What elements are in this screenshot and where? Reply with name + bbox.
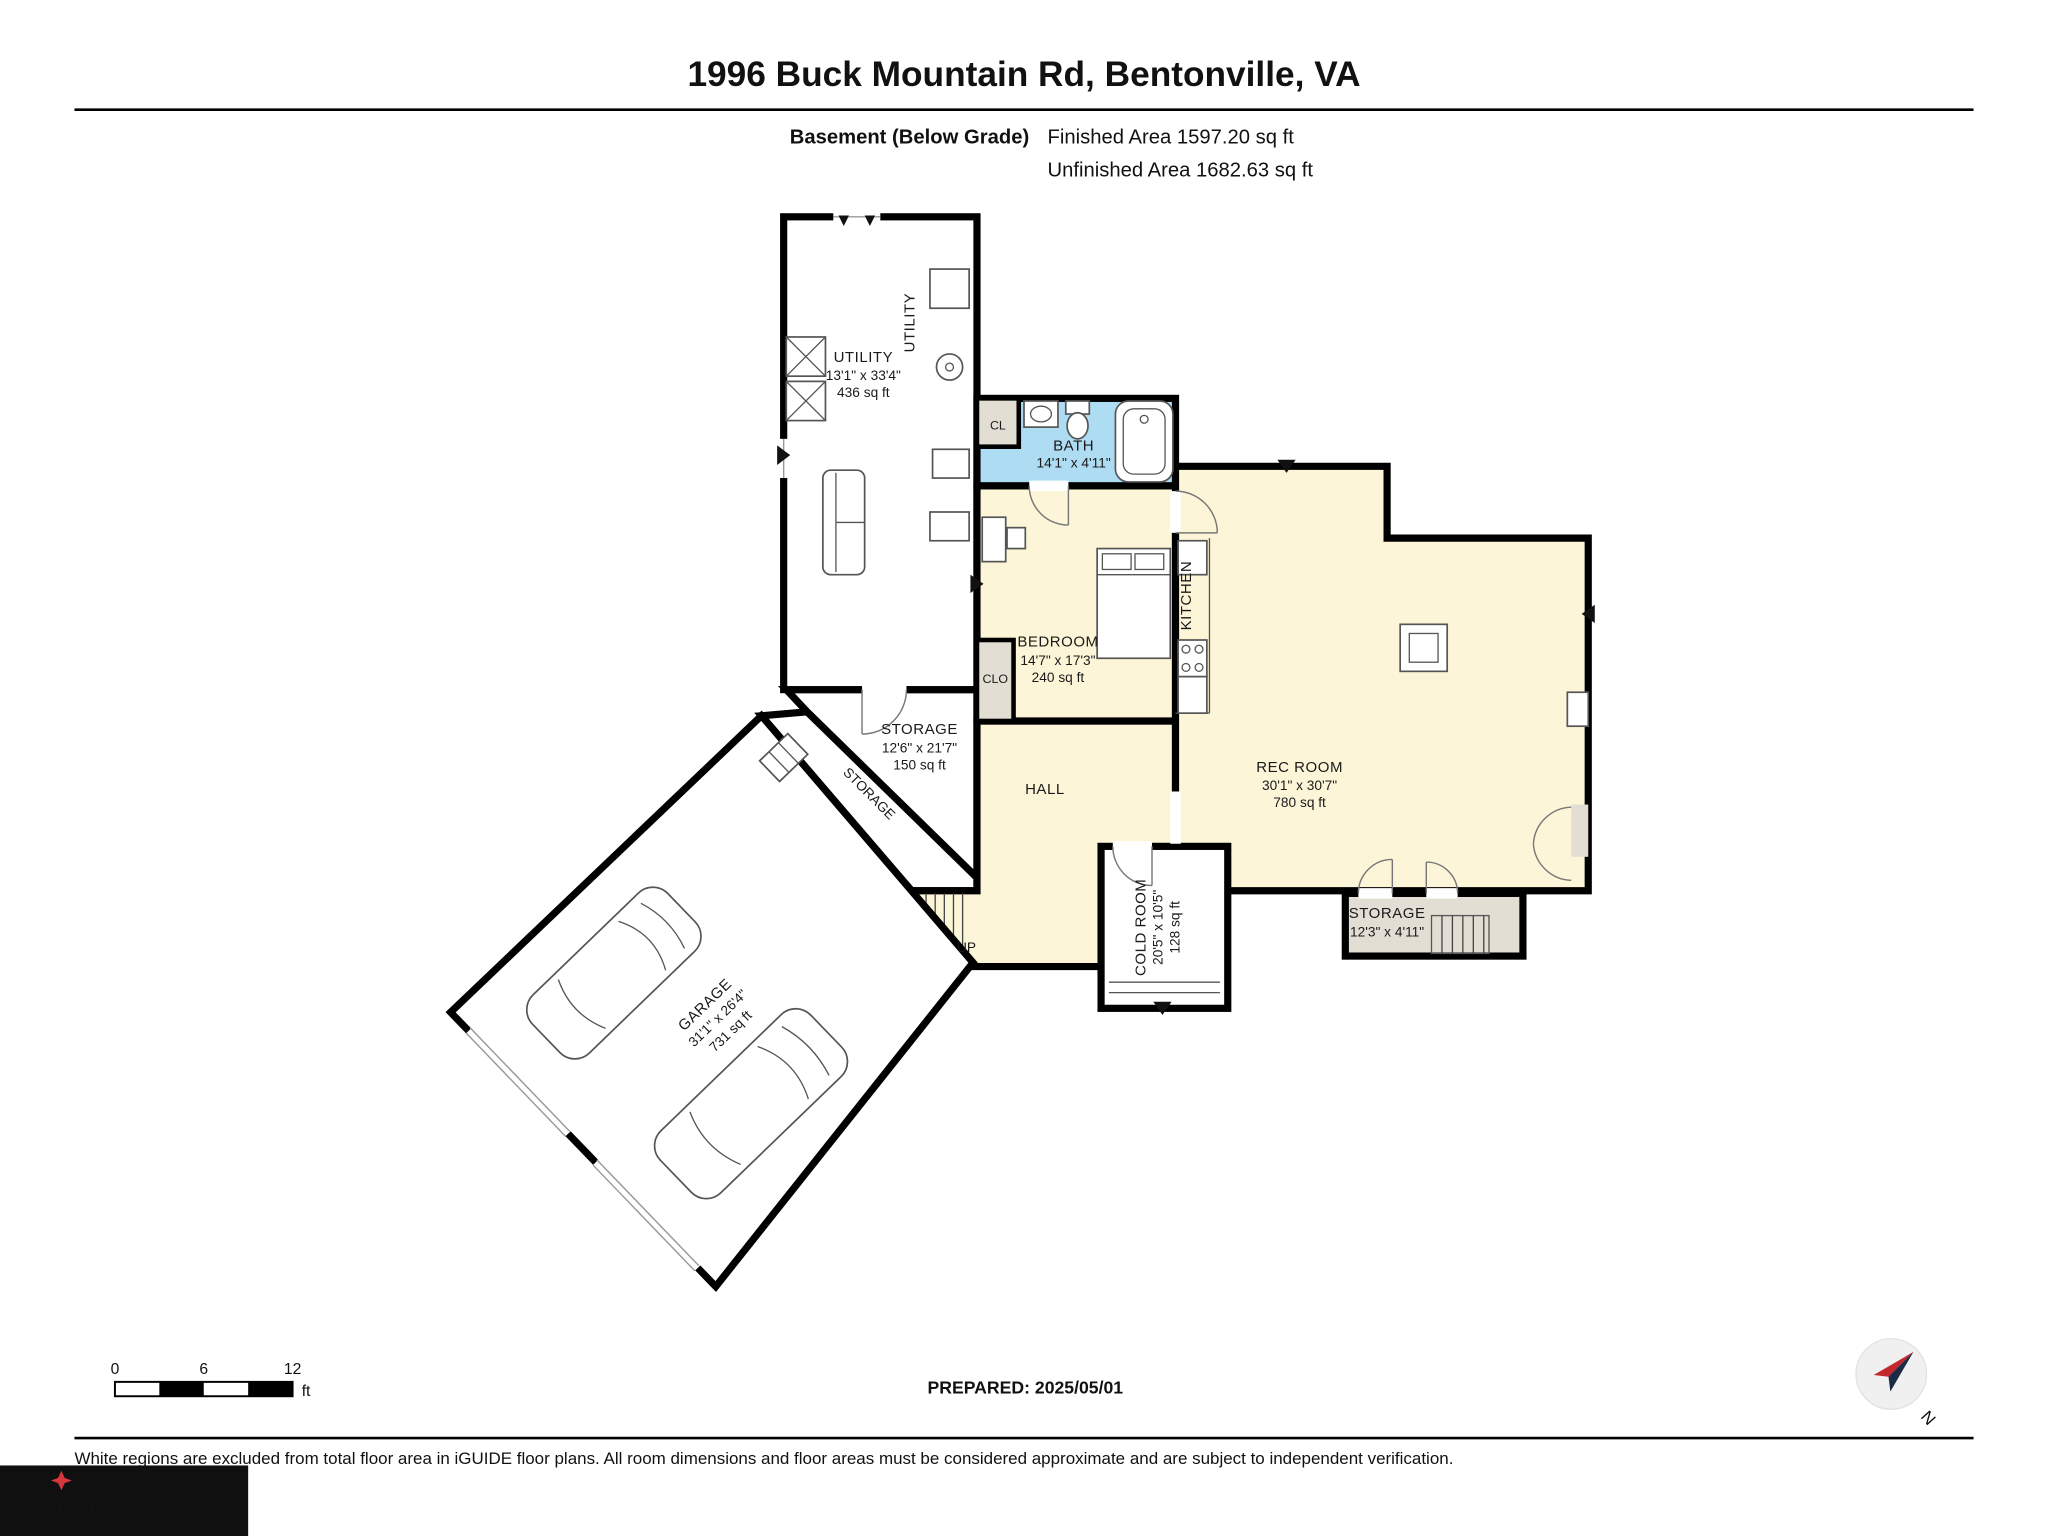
electrical-panel-icon — [929, 511, 970, 542]
bath-label: BATH — [1053, 438, 1094, 455]
floor-plan: UTILITY UTILITY 13'1" x 33'4" 436 sq ft … — [445, 210, 1595, 1292]
rec-room-area: 780 sq ft — [1273, 795, 1326, 810]
door-arrow-icons — [777, 215, 1595, 1015]
car-icon — [525, 886, 702, 1060]
fireplace-icon — [1399, 623, 1449, 673]
cold-room-dims: 20'5" x 10'5" — [1150, 890, 1165, 965]
shelf-icon — [1108, 981, 1220, 994]
storage-under-stairs-label: STORAGE — [1349, 905, 1426, 922]
unfinished-area-label: Unfinished Area 1682.63 sq ft — [1048, 159, 1314, 181]
storage-main-area: 150 sq ft — [893, 757, 946, 772]
brand-suffix: MLS — [149, 1491, 211, 1522]
bedroom-label: BEDROOM — [1017, 634, 1098, 651]
water-heater-icon — [935, 353, 964, 381]
hall-label: HALL — [1025, 781, 1065, 798]
garage-door-icon — [464, 1026, 702, 1273]
kitchen-label: KITCHEN — [1178, 561, 1195, 631]
scale-unit: ft — [302, 1383, 311, 1400]
brand-logo: bright ™ MLS — [0, 1465, 249, 1536]
stairs-up-label: UP — [957, 940, 976, 955]
washer-icon — [785, 336, 827, 378]
scale-tick-6: 6 — [199, 1361, 208, 1378]
dryer-icon — [785, 380, 827, 422]
room-closet-cl — [974, 396, 1022, 449]
car-icon — [653, 1007, 849, 1200]
brand-star-icon — [50, 1470, 72, 1491]
storage-main-label: STORAGE — [881, 721, 958, 738]
bathtub-icon — [1114, 400, 1174, 483]
sink-icon — [1023, 400, 1059, 428]
closet-clo-label: CLO — [983, 672, 1009, 686]
scale-tick-12: 12 — [284, 1361, 301, 1378]
rec-room-label: REC ROOM — [1256, 759, 1343, 776]
toilet-icon — [1064, 400, 1091, 440]
room-storage-under-stairs — [1341, 889, 1527, 960]
floor-label: Basement (Below Grade) — [790, 127, 1030, 149]
garage-steps-icon — [758, 732, 809, 783]
under-stairs-treads — [1430, 914, 1490, 955]
finished-area-label: Finished Area 1597.20 sq ft — [1048, 127, 1295, 149]
desk-icon — [981, 516, 1027, 563]
closet-cl-label: CL — [990, 419, 1006, 433]
utility-area: 436 sq ft — [837, 385, 890, 400]
bedroom-dims: 14'7" x 17'3" — [1020, 653, 1095, 668]
compass-icon: N — [1855, 1338, 1939, 1429]
sofa-icon — [822, 469, 866, 576]
cold-room-label: COLD ROOM — [1132, 879, 1149, 976]
corner-closet-icon — [1532, 804, 1589, 882]
rec-room-dims: 30'1" x 30'7" — [1262, 778, 1337, 793]
room-garage — [445, 710, 978, 1292]
furnace-icon — [929, 268, 970, 310]
storage-main-dims: 12'6" x 21'7" — [882, 740, 957, 755]
disclaimer-text: White regions are excluded from total fl… — [74, 1449, 1453, 1468]
bed-icon — [1096, 547, 1172, 660]
scale-bar: 0 6 12 ft — [111, 1361, 311, 1400]
utility-label: UTILITY — [834, 349, 894, 366]
bath-dims: 14'1" x 4'11" — [1037, 456, 1111, 471]
storage-under-stairs-dims: 12'3" x 4'11" — [1350, 924, 1424, 939]
bedroom-area: 240 sq ft — [1032, 670, 1085, 685]
page-title: 1996 Buck Mountain Rd, Bentonville, VA — [687, 55, 1360, 94]
utility-side-label: UTILITY — [901, 293, 918, 353]
prepared-date: PREPARED: 2025/05/01 — [928, 1378, 1124, 1398]
room-closet-clo — [974, 637, 1016, 724]
stove-icon — [1177, 639, 1208, 678]
cold-room-labels: COLD ROOM 20'5" x 10'5" 128 sq ft — [1132, 879, 1182, 976]
brand-tm: ™ — [129, 1480, 141, 1493]
wall-niche-icon — [1566, 691, 1590, 728]
brand-name: bright — [18, 1483, 122, 1524]
cold-room-area: 128 sq ft — [1167, 901, 1182, 954]
utility-dims: 13'1" x 33'4" — [826, 368, 901, 383]
utility-sink-icon — [931, 448, 970, 479]
scale-tick-0: 0 — [111, 1361, 120, 1378]
